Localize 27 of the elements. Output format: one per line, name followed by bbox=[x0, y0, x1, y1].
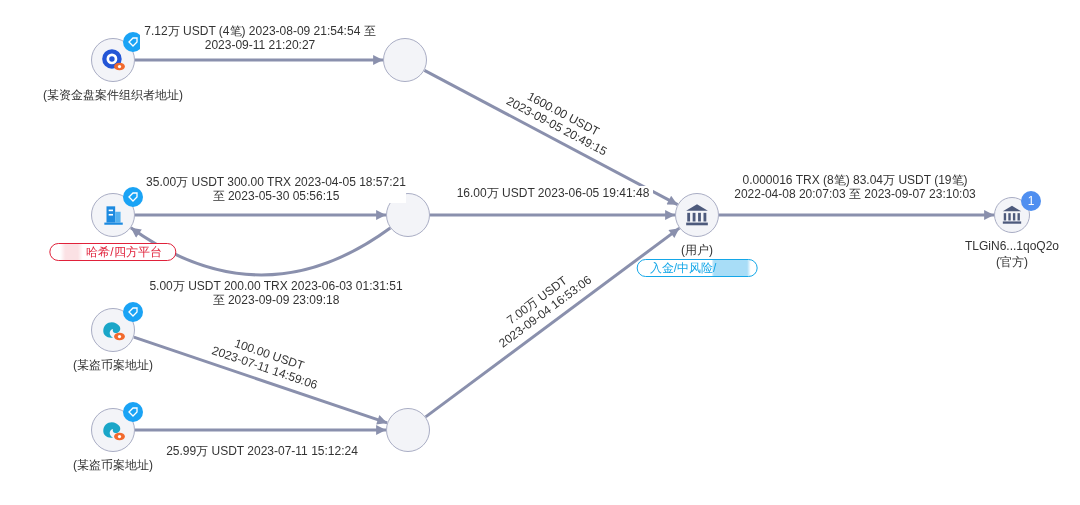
address-circle bbox=[91, 193, 135, 237]
risk-tag: 哈希/四方平台 bbox=[49, 243, 177, 261]
arrow bbox=[135, 210, 386, 220]
arrow bbox=[130, 226, 392, 277]
address-circle bbox=[91, 308, 135, 352]
address-caption: (官方) bbox=[996, 255, 1028, 269]
arrow bbox=[719, 210, 994, 220]
arrow bbox=[135, 425, 386, 435]
count-badge: 1 bbox=[1021, 191, 1041, 211]
exchange-circle bbox=[994, 197, 1030, 233]
edge-label: 35.00万 USDT 300.00 TRX 2023-04-05 18:57:21 至 2023-05-30 05:56:15 bbox=[146, 175, 406, 203]
address-circle bbox=[386, 408, 430, 452]
arrow bbox=[430, 210, 675, 220]
arrow bbox=[133, 335, 388, 425]
address-circle bbox=[91, 408, 135, 452]
arrow bbox=[423, 69, 679, 206]
arrow bbox=[135, 55, 383, 65]
arrow bbox=[424, 226, 681, 419]
address-caption: (某盗币案地址) bbox=[73, 358, 153, 372]
risk-tag: 入金/中风险/ bbox=[636, 259, 758, 277]
address-caption: (用户) bbox=[681, 243, 713, 257]
address-circle bbox=[91, 38, 135, 82]
exchange-circle bbox=[675, 193, 719, 237]
address-caption: TLGiN6...1qoQ2o bbox=[964, 239, 1060, 253]
address-circle bbox=[383, 38, 427, 82]
address-caption: (某资金盘案件组织者地址) bbox=[43, 88, 183, 102]
address-caption: (某盗币案地址) bbox=[73, 458, 153, 472]
